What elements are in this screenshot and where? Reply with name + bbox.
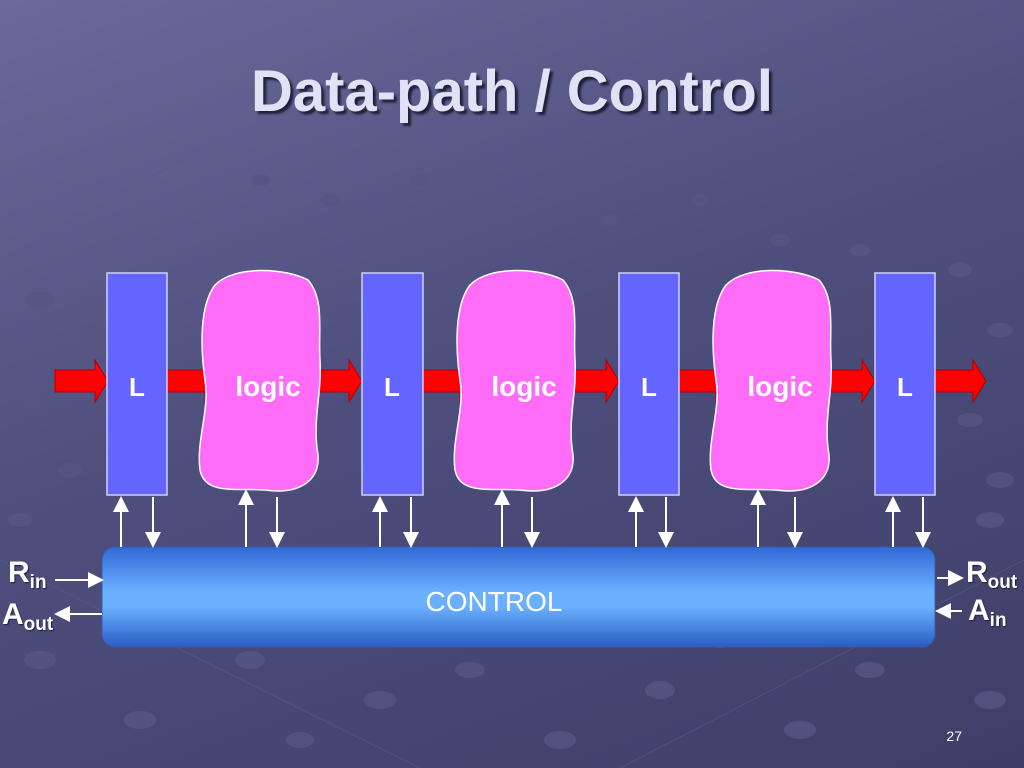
- control-label: CONTROL: [426, 586, 563, 617]
- data-arrow-2: [317, 358, 363, 404]
- latch-3: [618, 272, 680, 496]
- logic-blob-3: [709, 269, 833, 492]
- latch-label-1: L: [129, 372, 145, 402]
- logic-label-1: logic: [235, 371, 300, 402]
- latch-4: [874, 272, 936, 496]
- latch-label-3: L: [641, 372, 657, 402]
- data-arrow-out: [934, 358, 987, 404]
- slide-number: 27: [946, 728, 962, 744]
- latch-1: [106, 272, 168, 496]
- latch-label-2: L: [384, 372, 400, 402]
- logic-label-2: logic: [491, 371, 556, 402]
- r-out-label: Rout: [966, 556, 1018, 593]
- control-block: [101, 546, 936, 648]
- data-arrow-4: [573, 358, 620, 404]
- latch-label-4: L: [897, 372, 913, 402]
- r-in-label: Rin: [8, 556, 47, 593]
- logic-blob-1: [198, 269, 322, 492]
- logic-label-3: logic: [747, 371, 812, 402]
- data-arrow-in: [54, 358, 109, 404]
- a-out-label: Aout: [2, 598, 54, 635]
- latch-2: [361, 272, 424, 496]
- logic-blob-2: [453, 269, 577, 492]
- a-in-label: Ain: [968, 594, 1007, 631]
- data-arrow-6: [827, 358, 876, 404]
- slide-title: Data-path / Control: [251, 59, 773, 124]
